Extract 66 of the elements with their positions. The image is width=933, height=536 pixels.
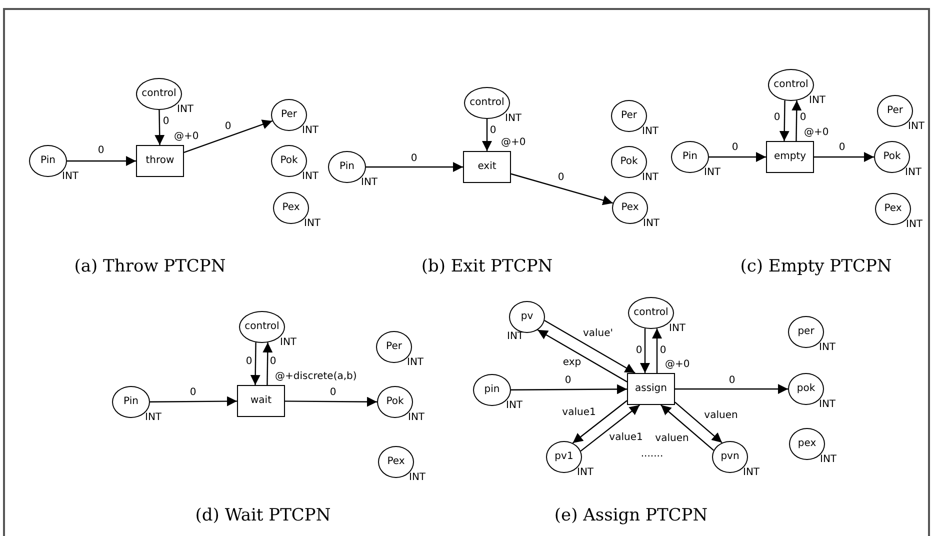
time-annotation: @+0 — [174, 132, 199, 142]
arc-arrow — [150, 396, 237, 406]
transition-box: assign — [627, 373, 675, 405]
arc-label: 0 — [190, 388, 196, 398]
ellipsis-label: ....... — [640, 448, 664, 462]
transition-box: empty — [766, 141, 814, 173]
time-annotation: @+0 — [501, 138, 526, 148]
arc-label: 0 — [732, 143, 738, 153]
arc-arrow — [572, 400, 628, 444]
arc-label: 0 — [162, 117, 170, 127]
subfigure-caption: (a) Throw PTCPN — [74, 255, 226, 278]
arc-label: 0 — [838, 143, 846, 153]
arc-label: 0 — [330, 388, 336, 398]
arc-label: 0 — [270, 357, 276, 367]
arc-label: 0 — [564, 376, 572, 386]
arc-label: 0 — [774, 113, 780, 123]
arc-label: 0 — [558, 173, 564, 183]
arc-label: 0 — [728, 376, 736, 386]
arc-arrow — [184, 120, 272, 153]
arc-label: valuen — [655, 434, 689, 444]
time-annotation: @+discrete(a,b) — [275, 372, 357, 382]
arc-label: 0 — [636, 346, 642, 356]
arc-arrow — [580, 404, 640, 452]
arc-arrow — [67, 156, 136, 166]
transition-box: wait — [237, 385, 285, 417]
arc-label: 0 — [490, 126, 496, 136]
time-annotation: @+0 — [665, 360, 690, 370]
arc-label: value1 — [562, 408, 596, 418]
arc-arrow — [814, 152, 874, 162]
arc-arrow — [792, 100, 802, 141]
arc-label: 0 — [98, 146, 104, 156]
arc-arrow — [482, 119, 492, 151]
arc-arrow — [640, 328, 650, 373]
arc-arrow — [660, 404, 714, 451]
arc-label: exp — [562, 358, 582, 368]
arc-arrow — [510, 173, 614, 206]
time-annotation: @+0 — [804, 128, 829, 138]
arc-label: 0 — [800, 113, 806, 123]
arc-label: 0 — [410, 154, 418, 164]
arc-arrow — [537, 329, 628, 382]
subfigure-caption: (b) Exit PTCPN — [421, 255, 553, 278]
arc-arrow — [779, 100, 790, 141]
arc-arrow — [544, 320, 636, 374]
arc-label: valuen — [704, 411, 738, 421]
transition-box: throw — [136, 145, 184, 177]
arc-label: value' — [582, 329, 614, 339]
arc-arrow — [675, 384, 788, 394]
arc-arrow — [154, 110, 165, 145]
type-label: INT — [507, 332, 524, 342]
subfigure-caption: (e) Assign PTCPN — [554, 504, 708, 528]
arc-label: value1 — [609, 433, 643, 443]
arc-label: 0 — [246, 357, 252, 367]
arc-arrow — [366, 162, 463, 172]
arc-arrow — [285, 396, 377, 407]
arc-arrow — [250, 342, 260, 385]
arc-arrow — [674, 402, 722, 444]
subfigure-caption: (c) Empty PTCPN — [740, 255, 892, 278]
arc-label: 0 — [224, 122, 232, 132]
transition-box: exit — [463, 151, 511, 183]
arc-arrow — [652, 328, 662, 373]
arc-label: 0 — [660, 346, 666, 356]
arc-arrow — [262, 342, 273, 385]
arc-arrow — [511, 384, 627, 394]
subfigure-caption: (d) Wait PTCPN — [195, 504, 331, 528]
place-ellipse: pv — [509, 301, 545, 333]
arc-arrow — [709, 152, 766, 162]
